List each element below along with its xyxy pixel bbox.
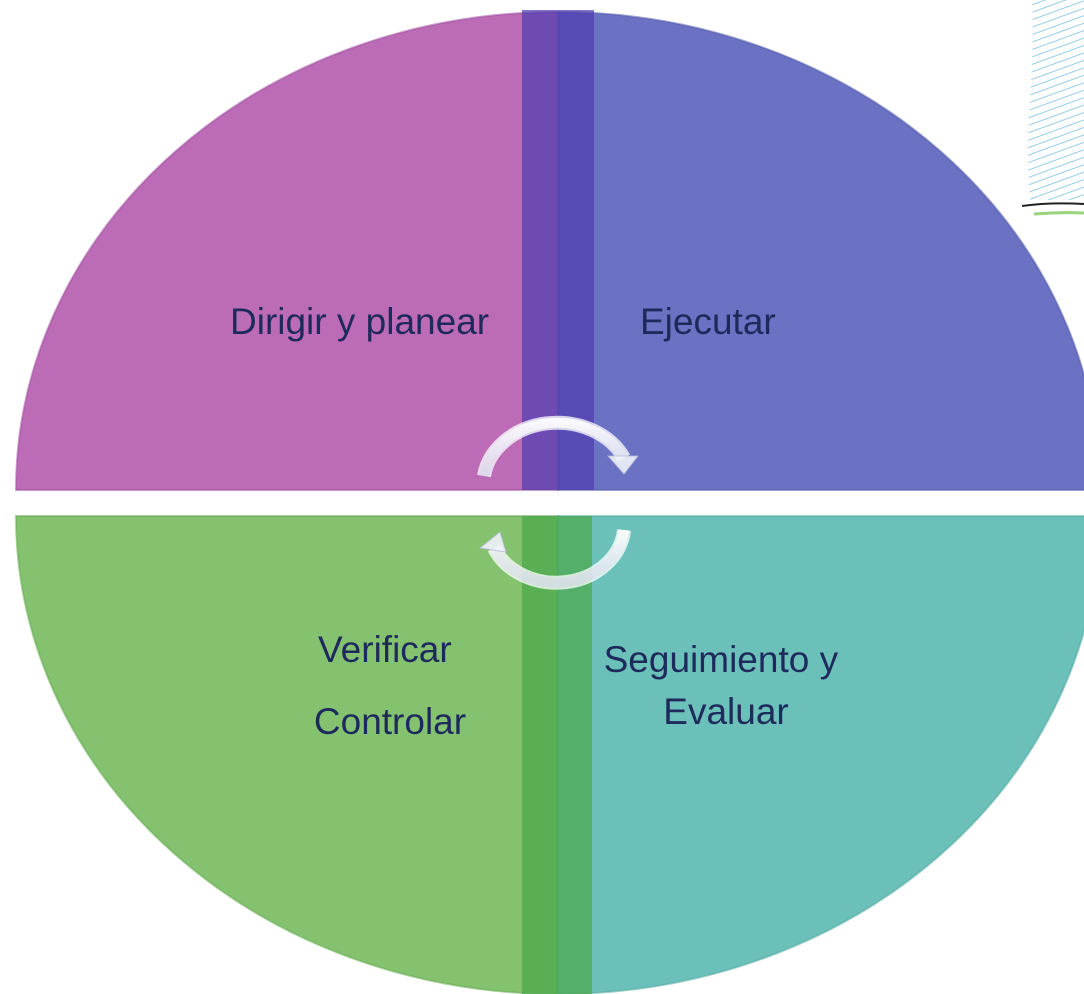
- quadrant-dirigir-y-planear: [14, 10, 559, 491]
- center-band-bottom: [522, 516, 592, 994]
- label-verificar-controlar: Verificar Controlar: [314, 629, 466, 742]
- label-seguimiento-y-evaluar: Seguimiento y Evaluar: [604, 639, 849, 732]
- corner-sketch-icon: [1021, 0, 1084, 216]
- quadrant-seguimiento-y-evaluar: [557, 515, 1084, 994]
- quadrant-ejecutar: [557, 10, 1084, 491]
- quadrant-verificar-controlar: [14, 515, 559, 994]
- center-band-top: [522, 10, 594, 490]
- label-ejecutar: Ejecutar: [640, 301, 776, 342]
- label-dirigir-y-planear: Dirigir y planear: [230, 301, 489, 342]
- cycle-arrow-bottom-icon: [478, 529, 631, 590]
- cycle-arrow-top-icon: [477, 415, 640, 478]
